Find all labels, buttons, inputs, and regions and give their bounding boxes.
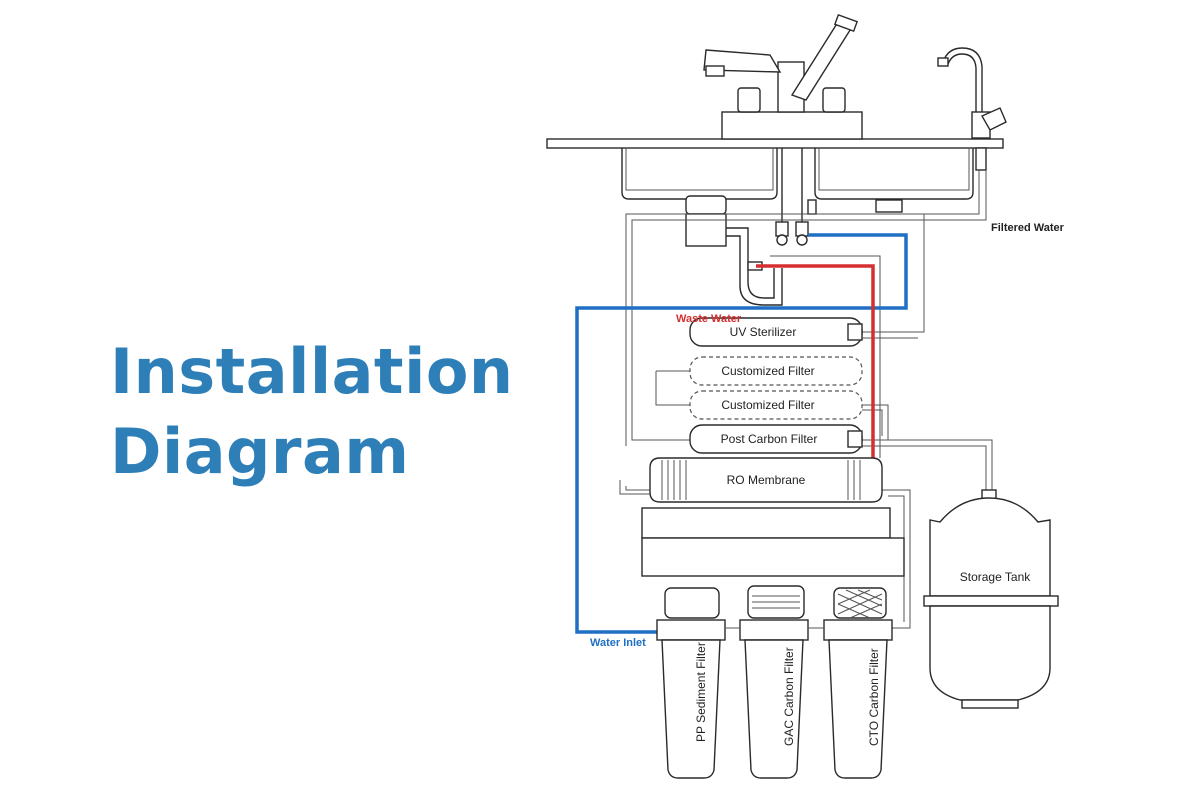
kitchen-faucet — [703, 13, 863, 140]
diagram-title: Installation Diagram — [110, 332, 514, 492]
waste-water-line — [756, 264, 875, 462]
gac-carbon-filter-housing: GAC Carbon Filter — [739, 585, 809, 779]
customized-filter-2-label: Customized Filter — [721, 398, 814, 412]
gac-carbon-filter-label: GAC Carbon Filter — [782, 647, 796, 746]
customized-filter-1: Customized Filter — [689, 356, 863, 386]
uv-sterilizer: UV Sterilizer — [689, 317, 863, 347]
filtered-water-label: Filtered Water — [991, 222, 1065, 234]
water-inlet-label: Water Inlet — [590, 637, 646, 649]
mounting-bracket — [641, 507, 905, 577]
title-line-1: Installation — [110, 335, 514, 408]
waste-water-label: Waste Water — [676, 313, 742, 325]
title-line-2: Diagram — [110, 415, 410, 488]
customized-filter-1-label: Customized Filter — [721, 364, 814, 378]
cto-carbon-filter-housing: CTO Carbon Filter — [823, 587, 893, 779]
post-carbon-filter-label: Post Carbon Filter — [721, 432, 818, 446]
sink-drain — [685, 195, 903, 306]
ro-membrane-label: RO Membrane — [727, 473, 806, 487]
feed-valve — [775, 148, 817, 246]
cto-carbon-filter-label: CTO Carbon Filter — [867, 648, 881, 746]
storage-tank: Storage Tank — [923, 489, 1059, 709]
customized-filter-2: Customized Filter — [689, 390, 863, 420]
ro-membrane: RO Membrane — [649, 457, 883, 503]
post-carbon-filter: Post Carbon Filter — [689, 424, 863, 454]
plumbing-lines — [619, 170, 993, 629]
sink — [546, 138, 1004, 200]
storage-tank-label: Storage Tank — [960, 570, 1031, 584]
pp-sediment-filter-label: PP Sediment Filter — [694, 642, 708, 742]
pp-sediment-filter-housing: PP Sediment Filter — [656, 587, 726, 779]
ro-faucet — [937, 47, 1007, 171]
uv-sterilizer-label: UV Sterilizer — [730, 325, 797, 339]
water-inlet-line — [575, 233, 908, 634]
